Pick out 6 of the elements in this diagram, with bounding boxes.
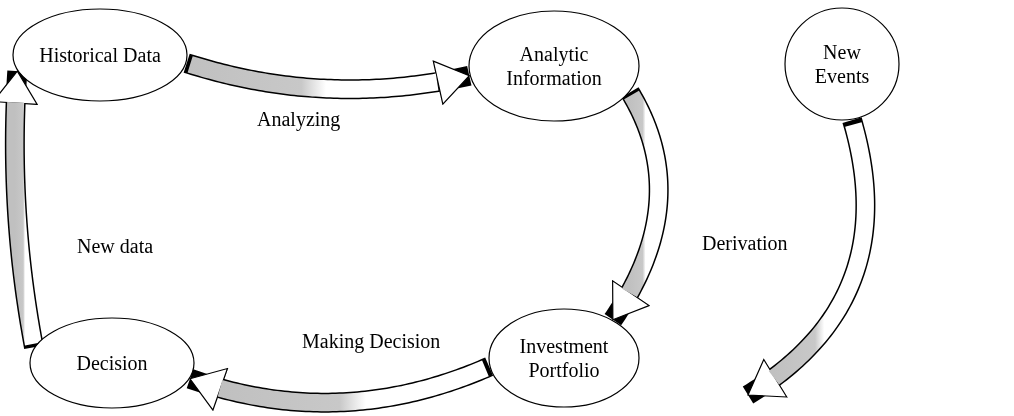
node-label: Decision: [75, 351, 149, 375]
node-label: Analytic Information: [505, 42, 603, 90]
node-label: New Events: [813, 40, 871, 88]
node-label: Investment Portfolio: [518, 334, 610, 382]
node-label: Historical Data: [38, 43, 162, 67]
block-arrow: [604, 85, 669, 327]
